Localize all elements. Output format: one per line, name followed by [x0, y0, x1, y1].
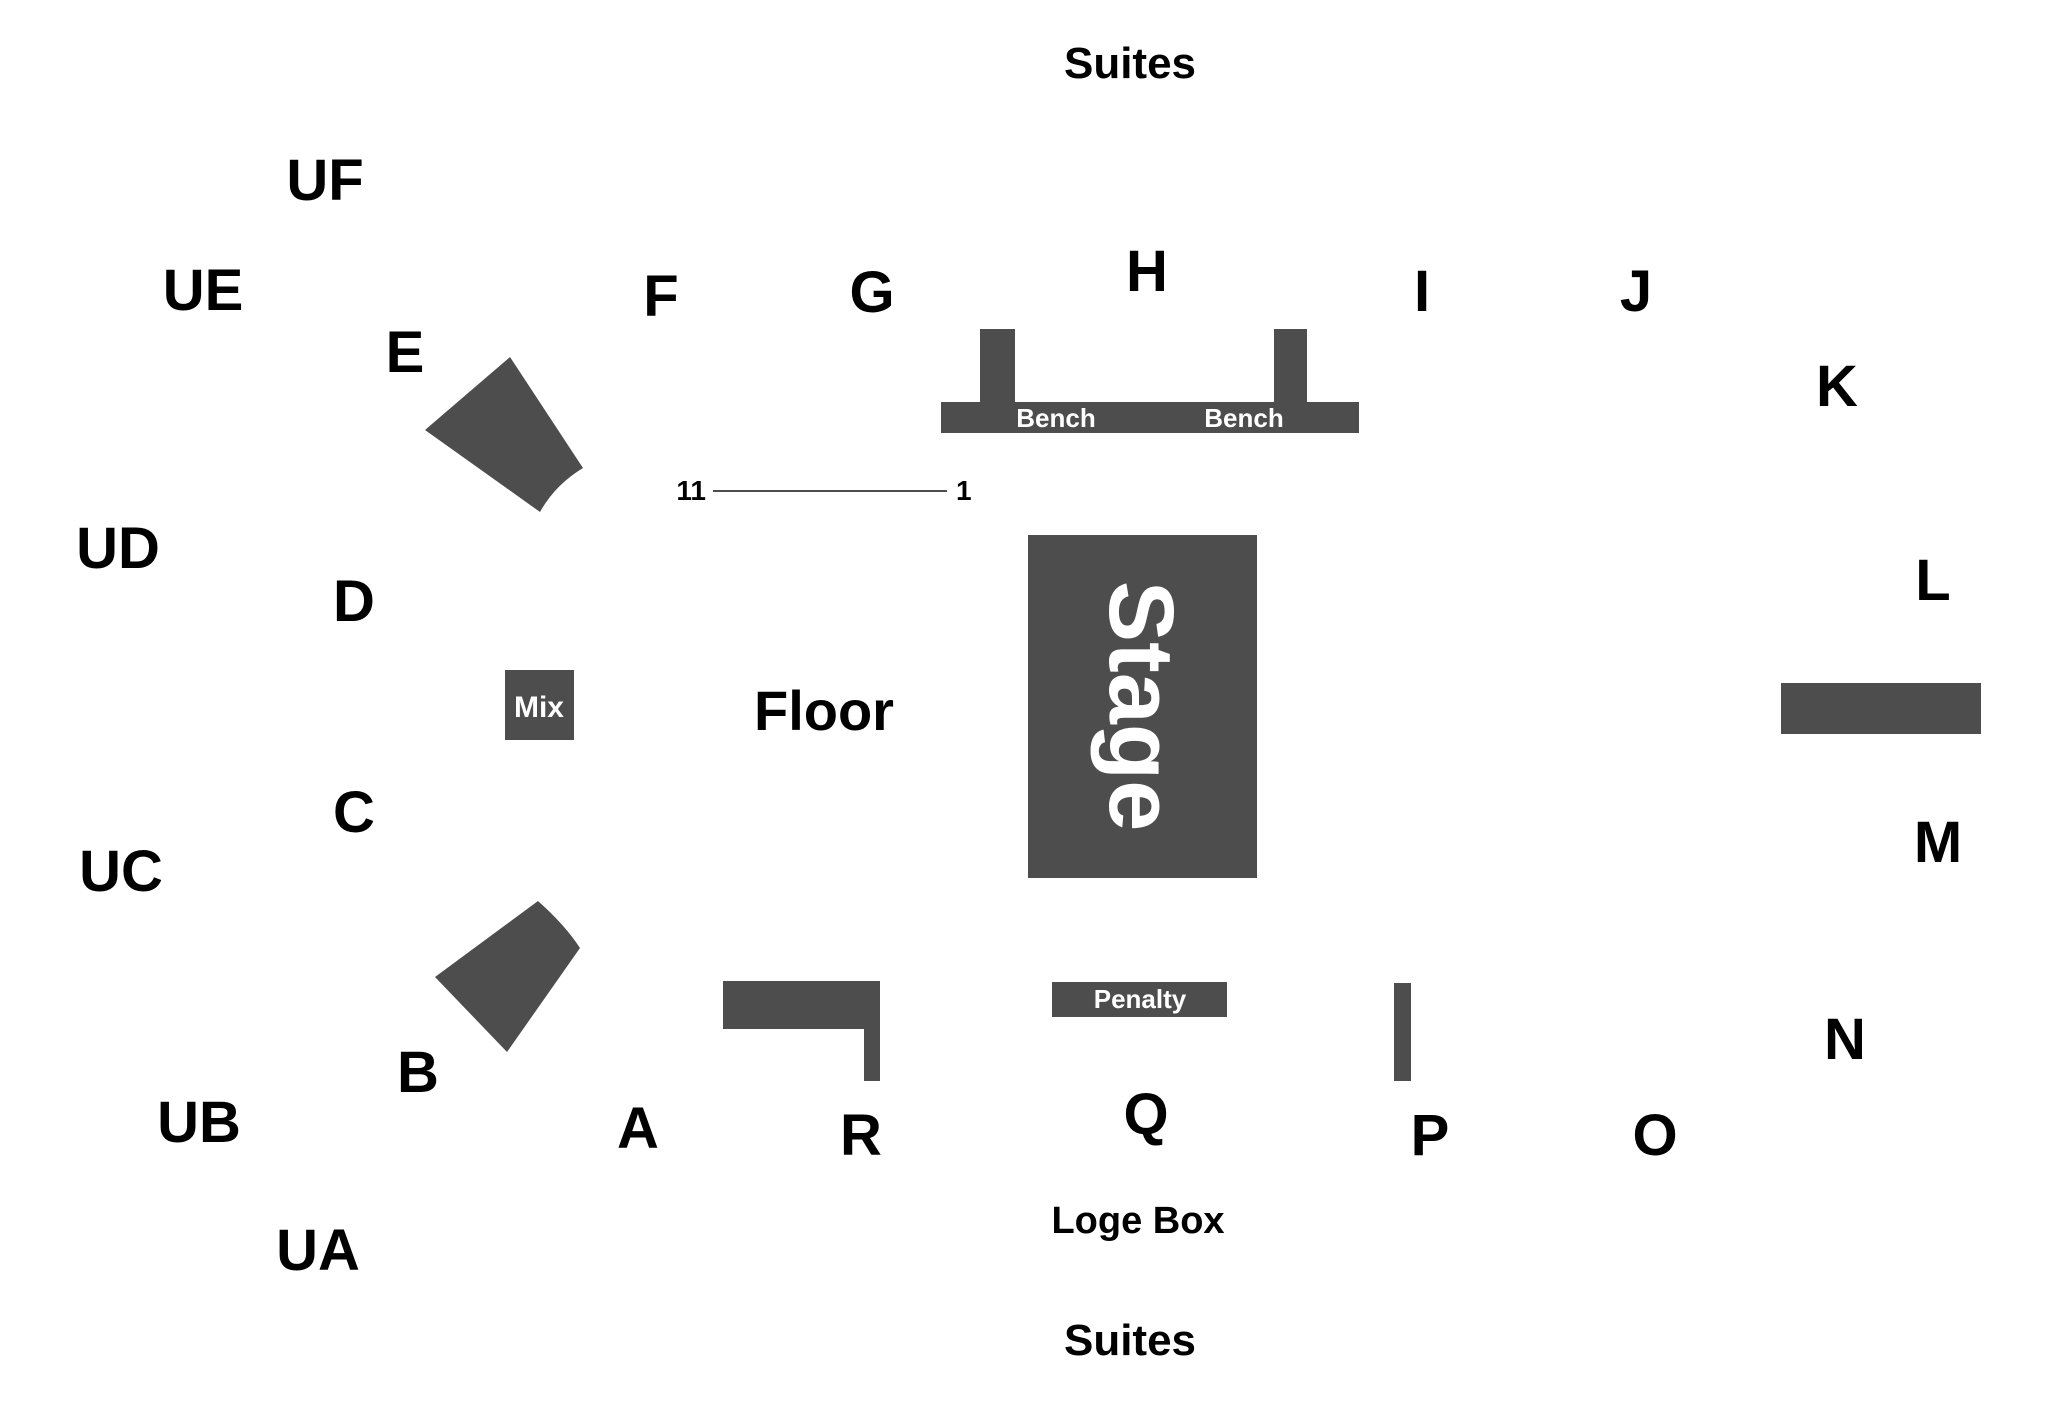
section-G[interactable]: G: [849, 260, 894, 325]
section-K[interactable]: K: [1816, 354, 1858, 419]
upper-left-wedge-shape: [425, 357, 583, 512]
bench-post-left: [980, 329, 1015, 409]
section-L[interactable]: L: [1915, 548, 1950, 613]
penalty-box[interactable]: [1052, 982, 1227, 1017]
bench-right-label: Bench: [1204, 403, 1283, 433]
section-H[interactable]: H: [1126, 239, 1168, 304]
right-vertical-bar: [1394, 983, 1411, 1081]
section-E[interactable]: E: [386, 320, 425, 385]
stage-box[interactable]: [1028, 535, 1257, 878]
section-Q[interactable]: Q: [1123, 1082, 1168, 1147]
suites-bottom-label[interactable]: Suites: [1064, 1316, 1196, 1365]
section-B[interactable]: B: [397, 1040, 439, 1105]
section-J[interactable]: J: [1620, 259, 1652, 324]
lower-left-l-shape: [723, 981, 880, 1081]
section-A[interactable]: A: [617, 1096, 659, 1161]
section-M[interactable]: M: [1914, 810, 1962, 875]
section-UB[interactable]: UB: [157, 1090, 241, 1155]
floor-label[interactable]: Floor: [754, 679, 894, 742]
bench-bar[interactable]: [941, 402, 1359, 433]
mix-box[interactable]: [505, 670, 574, 740]
section-D[interactable]: D: [333, 569, 375, 634]
section-UE[interactable]: UE: [163, 258, 244, 323]
stage-label: Stage: [1090, 581, 1192, 832]
row-start-label: 11: [676, 475, 706, 506]
row-end-label: 1: [956, 475, 972, 506]
section-UA[interactable]: UA: [276, 1218, 360, 1283]
section-O[interactable]: O: [1632, 1103, 1677, 1168]
section-UC[interactable]: UC: [79, 839, 163, 904]
section-UD[interactable]: UD: [76, 516, 160, 581]
section-P[interactable]: P: [1411, 1103, 1450, 1168]
mix-label: Mix: [514, 691, 564, 724]
bench-post-right: [1274, 329, 1307, 409]
section-C[interactable]: C: [333, 780, 375, 845]
section-UF[interactable]: UF: [286, 148, 363, 213]
lower-left-wedge-shape: [435, 901, 580, 1052]
bench-left-label: Bench: [1016, 403, 1095, 433]
loge-box-label[interactable]: Loge Box: [1051, 1200, 1224, 1242]
section-I[interactable]: I: [1414, 259, 1430, 324]
right-side-bar: [1781, 683, 1981, 734]
section-R[interactable]: R: [840, 1103, 882, 1168]
section-F[interactable]: F: [643, 264, 678, 329]
section-N[interactable]: N: [1824, 1007, 1866, 1072]
penalty-label: Penalty: [1094, 984, 1187, 1014]
suites-top-label[interactable]: Suites: [1064, 39, 1196, 88]
